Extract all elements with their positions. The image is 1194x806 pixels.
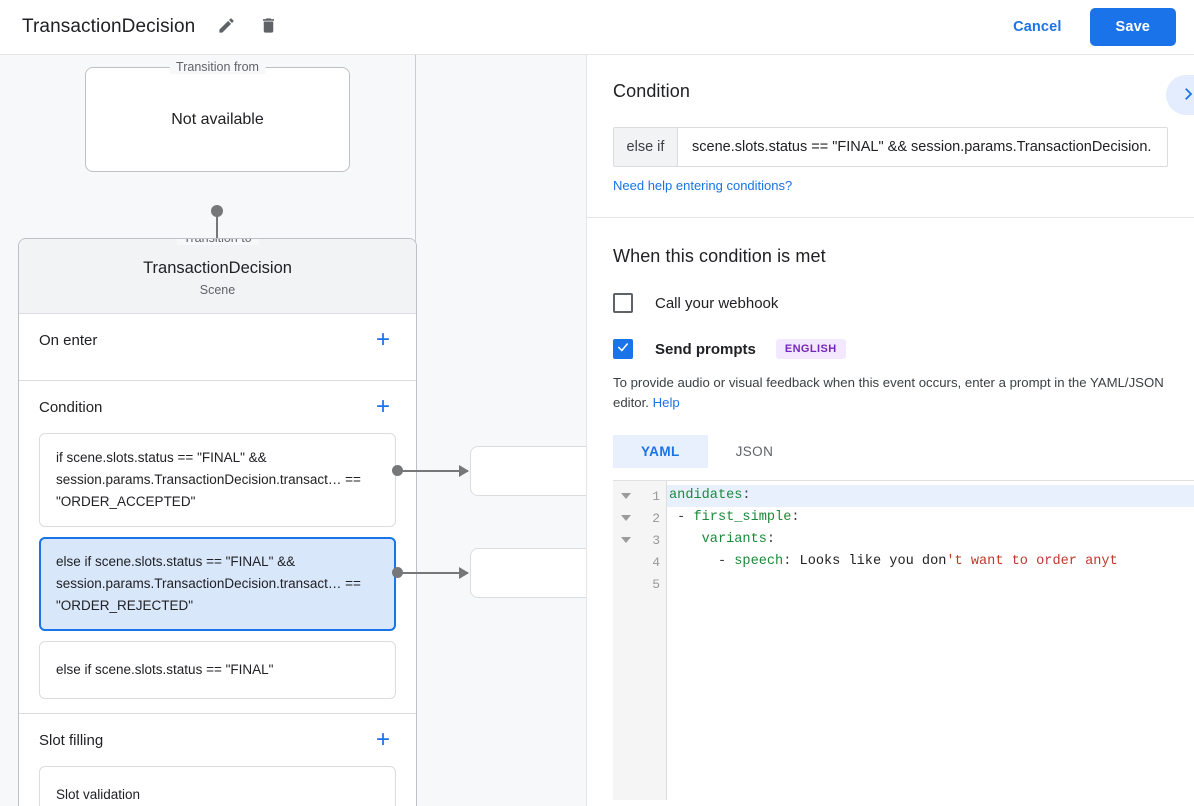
code-token: andidates: [669, 488, 743, 503]
when-condition-met-title: When this condition is met: [613, 246, 826, 266]
add-on-enter-button[interactable]: +: [370, 327, 396, 353]
section-title-on-enter: On enter: [39, 331, 98, 349]
prompts-hint: To provide audio or visual feedback when…: [613, 373, 1168, 413]
checkmark-icon: [616, 340, 630, 359]
send-prompts-label: Send prompts: [655, 340, 756, 358]
edit-name-button[interactable]: [209, 10, 243, 44]
prompts-hint-text: To provide audio or visual feedback when…: [613, 375, 1164, 410]
code-token: :: [791, 510, 800, 525]
condition-card-1[interactable]: if scene.slots.status == "FINAL" && sess…: [39, 433, 396, 527]
editor-line-number: 2: [613, 507, 666, 529]
collapse-panel-button[interactable]: [1166, 75, 1194, 115]
transition-from-value: Not available: [171, 110, 264, 128]
section-condition: Condition + if scene.slots.status == "FI…: [19, 380, 416, 713]
slot-validation-card[interactable]: Slot validation: [39, 766, 396, 806]
section-slot-filling: Slot filling + Slot validation: [19, 713, 416, 806]
send-prompts-row: Send prompts ENGLISH: [613, 339, 1168, 359]
save-button[interactable]: Save: [1089, 8, 1176, 46]
editor-code-area[interactable]: andidates: - first_simple: variants: - s…: [667, 481, 1194, 800]
edge-arrow-1: [459, 465, 469, 477]
transition-to-card: Transition to TransactionDecision Scene …: [18, 238, 417, 806]
code-token: speech: [734, 554, 784, 569]
panel-condition-section: Condition else if Need help entering con…: [587, 55, 1194, 218]
tab-yaml[interactable]: YAML: [613, 435, 708, 468]
code-token: :: [742, 488, 751, 503]
panel-title: Condition: [613, 81, 690, 101]
editor-line-number: 4: [652, 554, 660, 570]
add-slot-filling-button[interactable]: +: [370, 727, 396, 753]
editor-code-line[interactable]: variants:: [667, 529, 1194, 551]
app-header: TransactionDecision Cancel Save: [0, 0, 1194, 55]
condition-detail-panel: Condition else if Need help entering con…: [586, 55, 1194, 806]
scene-type: Scene: [199, 283, 236, 297]
trash-icon: [259, 16, 278, 38]
pencil-icon: [217, 16, 236, 38]
scene-name: TransactionDecision: [143, 259, 292, 277]
target-box-2[interactable]: [470, 548, 586, 598]
section-header-on-enter: On enter +: [39, 314, 396, 366]
webhook-row: Call your webhook: [613, 293, 1168, 313]
editor-code-line[interactable]: - speech: Looks like you don't want to o…: [667, 551, 1194, 573]
code-token: -: [669, 554, 735, 569]
code-token: 't want to order anyt: [946, 554, 1118, 569]
section-title-condition: Condition: [39, 398, 103, 416]
add-condition-button[interactable]: +: [370, 394, 396, 420]
section-on-enter: On enter +: [19, 313, 416, 380]
editor-line-number: 3: [613, 529, 666, 551]
edge-line-1: [400, 470, 468, 472]
edge-dot-1: [392, 465, 403, 476]
condition-card-2[interactable]: else if scene.slots.status == "FINAL" &&…: [39, 537, 396, 631]
section-header-slot-filling: Slot filling +: [39, 714, 396, 766]
code-token: -: [669, 510, 694, 525]
edge-arrow-2: [459, 567, 469, 579]
condition-expression-input[interactable]: [677, 127, 1168, 167]
edge-dot-2: [392, 567, 403, 578]
condition-card-3[interactable]: else if scene.slots.status == "FINAL": [39, 641, 396, 699]
fold-arrow-icon[interactable]: [621, 493, 631, 499]
delete-button[interactable]: [251, 10, 285, 44]
edge-line-2: [400, 572, 468, 574]
panel-actions-section: When this condition is met Call your web…: [587, 218, 1194, 800]
fold-arrow-icon[interactable]: [621, 515, 631, 521]
section-title-slot-filling: Slot filling: [39, 731, 104, 749]
call-webhook-label: Call your webhook: [655, 294, 779, 312]
transition-from-legend: Transition from: [169, 60, 266, 74]
page-title: TransactionDecision: [22, 16, 196, 37]
editor-code-line[interactable]: - first_simple:: [667, 507, 1194, 529]
code-token: variants: [701, 532, 767, 547]
transition-from-box: Transition from Not available: [85, 60, 350, 172]
editor-code-line[interactable]: [667, 573, 1194, 595]
cancel-button[interactable]: Cancel: [997, 10, 1077, 44]
code-token: [669, 532, 702, 547]
scene-header: TransactionDecision Scene: [19, 239, 416, 313]
section-header-condition: Condition +: [39, 381, 396, 433]
code-token: first_simple: [693, 510, 792, 525]
fold-arrow-icon[interactable]: [621, 537, 631, 543]
transition-to-legend: Transition to: [176, 239, 259, 245]
condition-prefix-label: else if: [613, 127, 677, 167]
call-webhook-checkbox[interactable]: [613, 293, 633, 313]
target-box-1[interactable]: [470, 446, 586, 496]
graph-canvas[interactable]: Transition from Not available Transition…: [0, 55, 586, 806]
editor-line-number: 1: [613, 485, 666, 507]
condition-input-row: else if: [613, 127, 1168, 167]
condition-help-link[interactable]: Need help entering conditions?: [613, 178, 793, 193]
code-token: :: [783, 554, 800, 569]
chevron-right-icon: [1179, 85, 1194, 106]
tab-json[interactable]: JSON: [708, 435, 802, 468]
editor-code-line[interactable]: andidates:: [667, 485, 1194, 507]
code-token: Looks like you don: [799, 554, 947, 569]
prompts-help-link[interactable]: Help: [652, 395, 680, 410]
code-token: :: [766, 532, 776, 547]
send-prompts-checkbox[interactable]: [613, 339, 633, 359]
language-badge: ENGLISH: [775, 339, 846, 359]
editor-format-tabs: YAML JSON: [613, 435, 1168, 468]
editor-line-number: 5: [652, 576, 660, 592]
